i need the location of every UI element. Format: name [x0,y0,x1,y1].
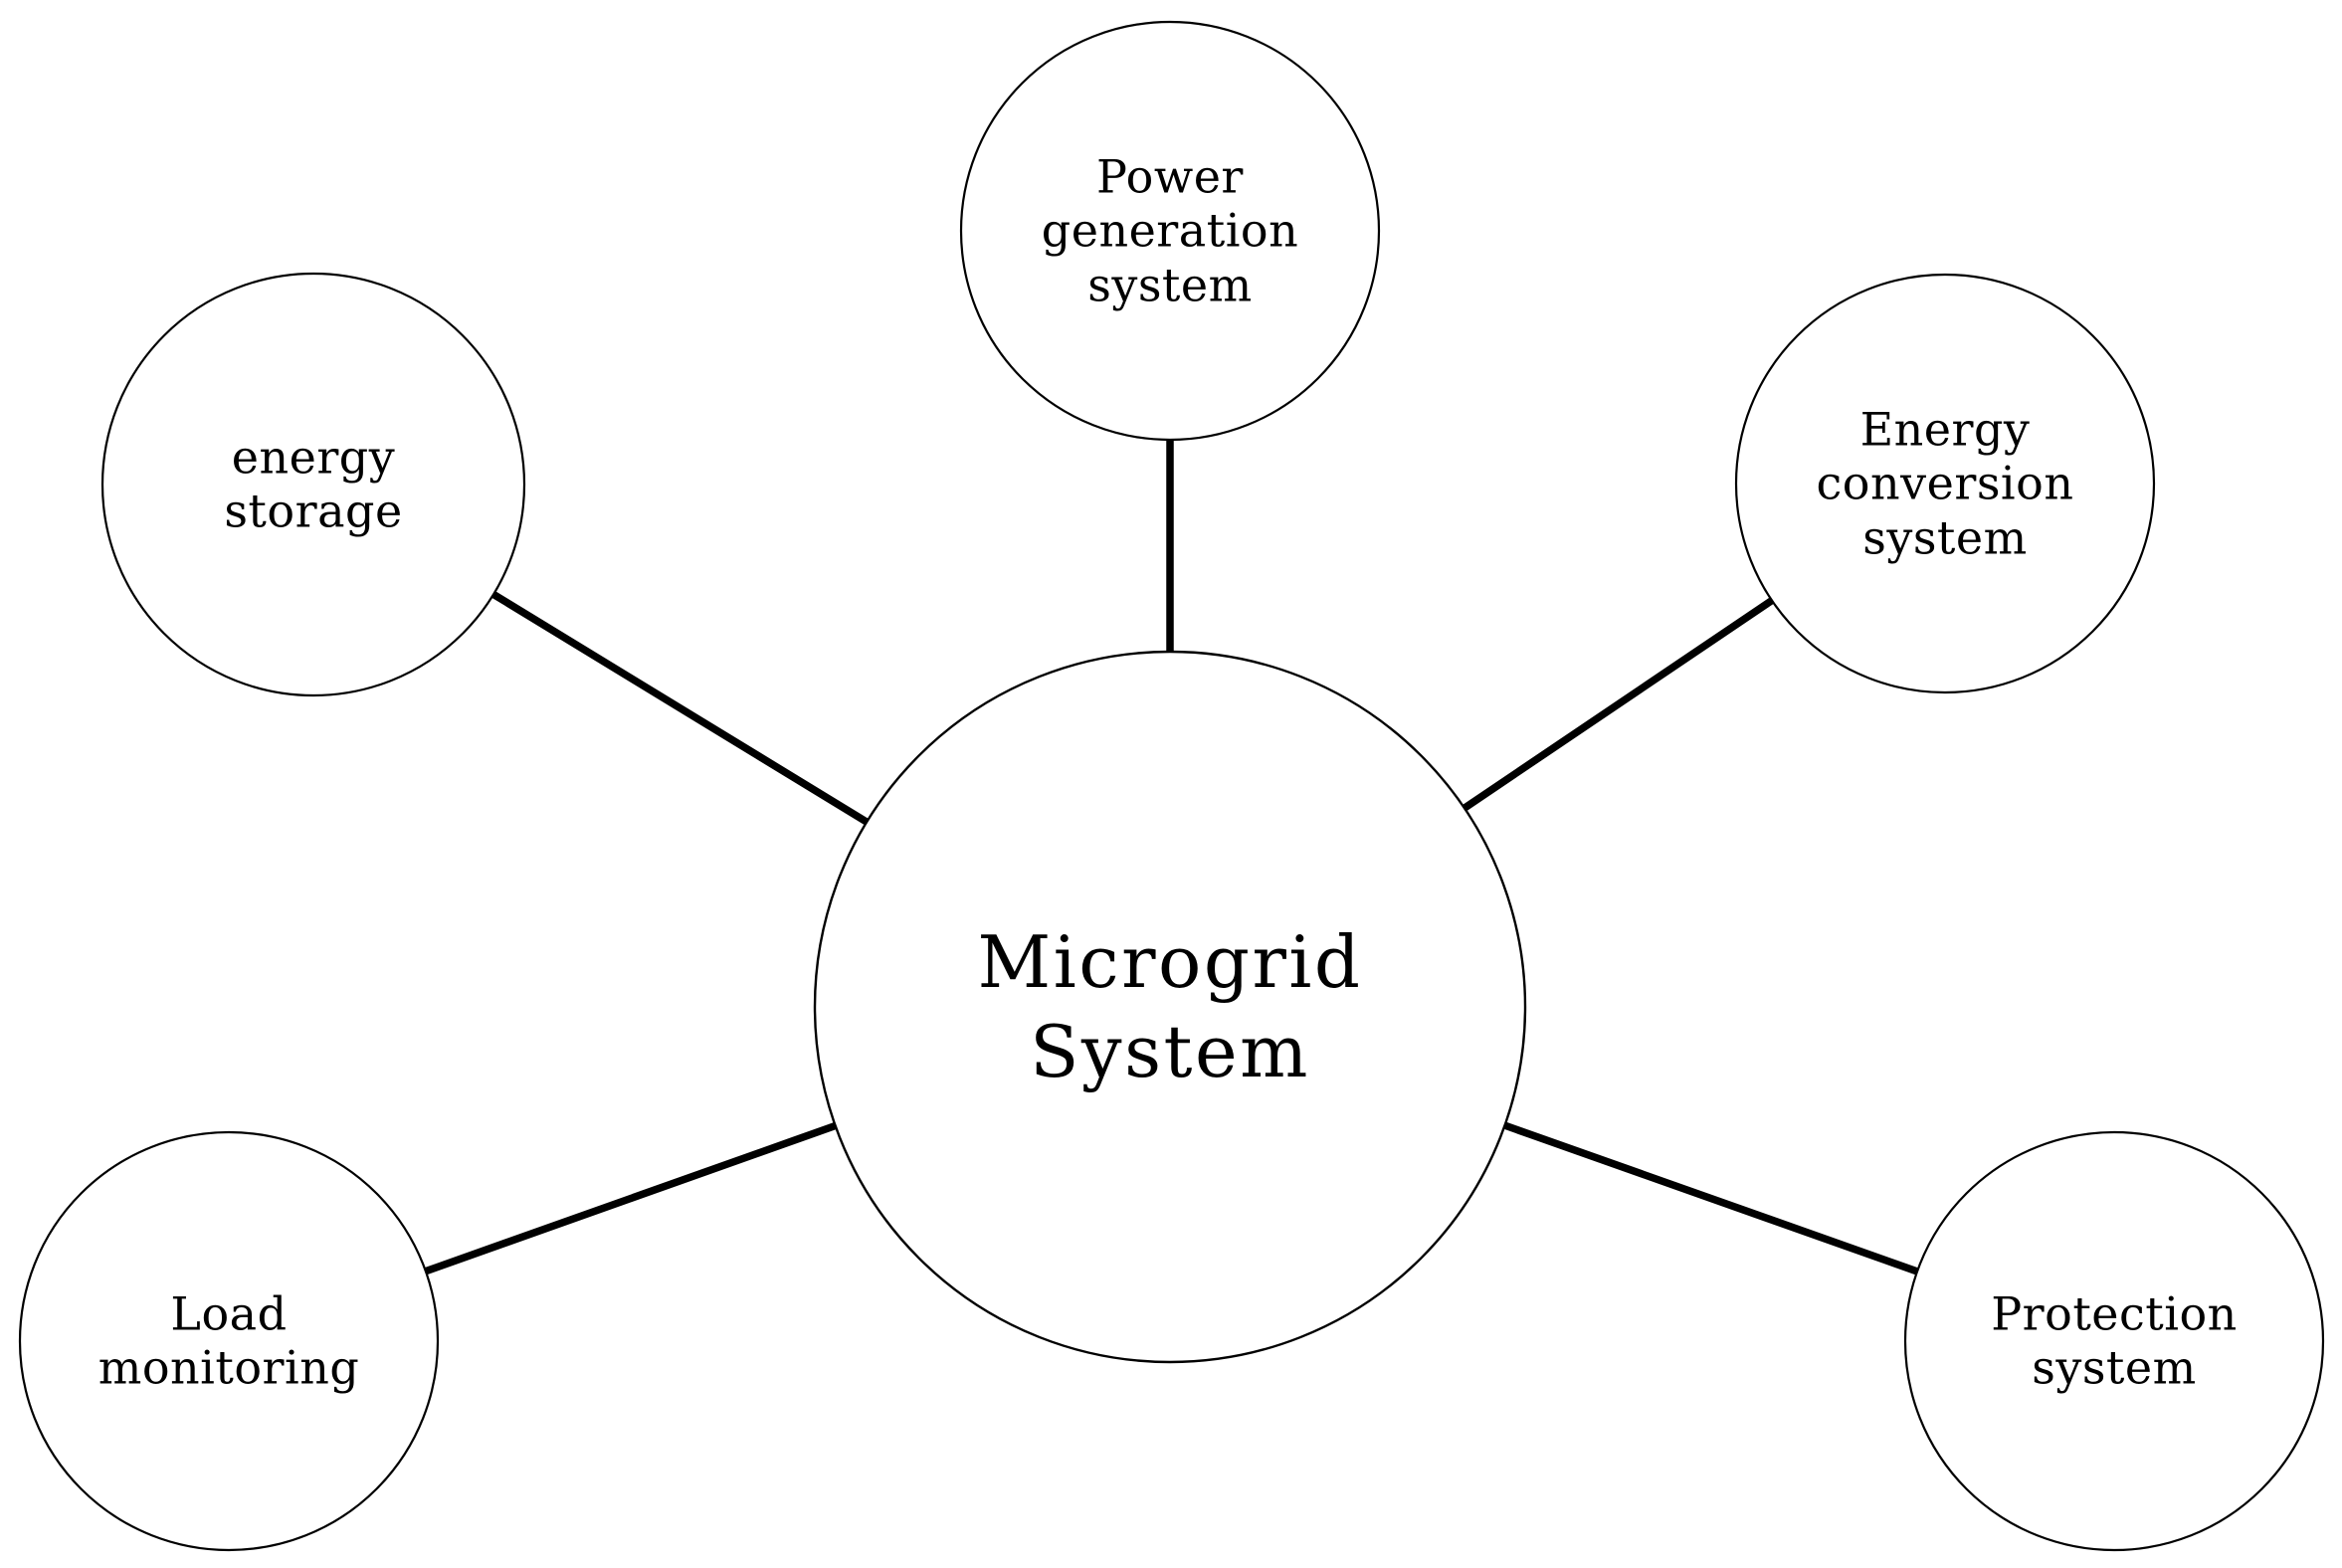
node-circle-energy-conversion-system[interactable] [1734,273,2156,694]
node-circle-power-generation-system[interactable] [959,20,1381,442]
edge-center-protection-system [1503,1121,1919,1275]
node-circle-protection-system[interactable] [1903,1130,2325,1552]
node-circle-microgrid-system[interactable] [813,650,1527,1364]
node-layer [18,20,2325,1552]
edge-center-energy-storage [491,591,870,826]
edge-layer [424,440,1919,1275]
node-circle-energy-storage[interactable] [100,272,526,697]
edge-center-load-monitoring [424,1121,837,1275]
node-circle-load-monitoring[interactable] [18,1130,440,1552]
edge-center-energy-conversion [1462,597,1775,812]
